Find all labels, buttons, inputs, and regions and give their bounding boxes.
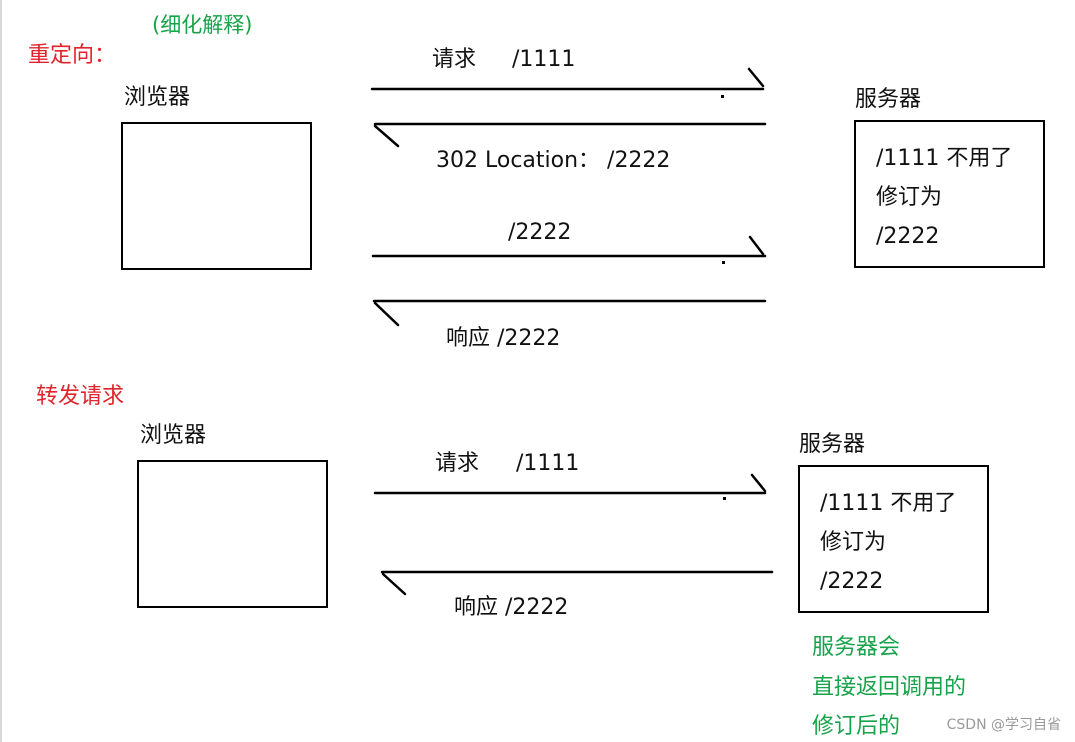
forward-server-text-3: /2222	[820, 569, 884, 594]
left-edge-rule	[0, 0, 2, 742]
forward-server-box: /1111 不用了 修订为 /2222	[798, 465, 989, 613]
forward-request-arrow	[373, 473, 767, 495]
redirect-arrow-1-label-a: 请求	[432, 47, 477, 72]
redirect-browser-box	[121, 122, 312, 270]
redirect-server-box: /1111 不用了 修订为 /2222	[854, 120, 1045, 268]
forward-note-line-1: 服务器会	[812, 635, 901, 660]
top-note: (细化解释)	[152, 13, 253, 37]
redirect-server-text-2: 修订为	[876, 185, 943, 210]
redirect-title: 重定向：	[28, 43, 117, 68]
forward-server-text-2: 修订为	[820, 530, 887, 555]
forward-arrow-1-label-b: /1111	[516, 451, 580, 476]
redirect-second-request-arrow	[371, 235, 767, 258]
redirect-browser-label: 浏览器	[124, 85, 191, 110]
redirect-server-text-3: /2222	[876, 224, 940, 249]
redirect-arrow-4-label: 响应 /2222	[446, 326, 561, 351]
forward-server-text-1: /1111 不用了	[820, 491, 957, 516]
forward-note-line-2: 直接返回调用的	[812, 675, 967, 700]
redirect-server-label: 服务器	[855, 87, 922, 112]
watermark: CSDN @学习自省	[946, 717, 1061, 733]
forward-response-arrow	[380, 570, 774, 596]
forward-browser-box	[137, 460, 328, 608]
forward-arrow-2-label: 响应 /2222	[454, 595, 569, 620]
redirect-302-arrow	[373, 122, 767, 148]
forward-note-line-3: 修订后的	[812, 714, 901, 739]
forward-server-label: 服务器	[799, 432, 866, 457]
redirect-arrow-1-label-b: /1111	[512, 47, 576, 72]
redirect-server-text-1: /1111 不用了	[876, 146, 1013, 171]
redirect-response-arrow	[372, 299, 767, 327]
redirect-request-arrow	[370, 67, 765, 91]
forward-title: 转发请求	[36, 384, 125, 409]
redirect-arrow-3-label: /2222	[508, 220, 572, 245]
forward-browser-label: 浏览器	[140, 423, 207, 448]
forward-arrow-1-label-a: 请求	[435, 451, 480, 476]
redirect-arrow-2-label: 302 Location： /2222	[436, 148, 671, 173]
